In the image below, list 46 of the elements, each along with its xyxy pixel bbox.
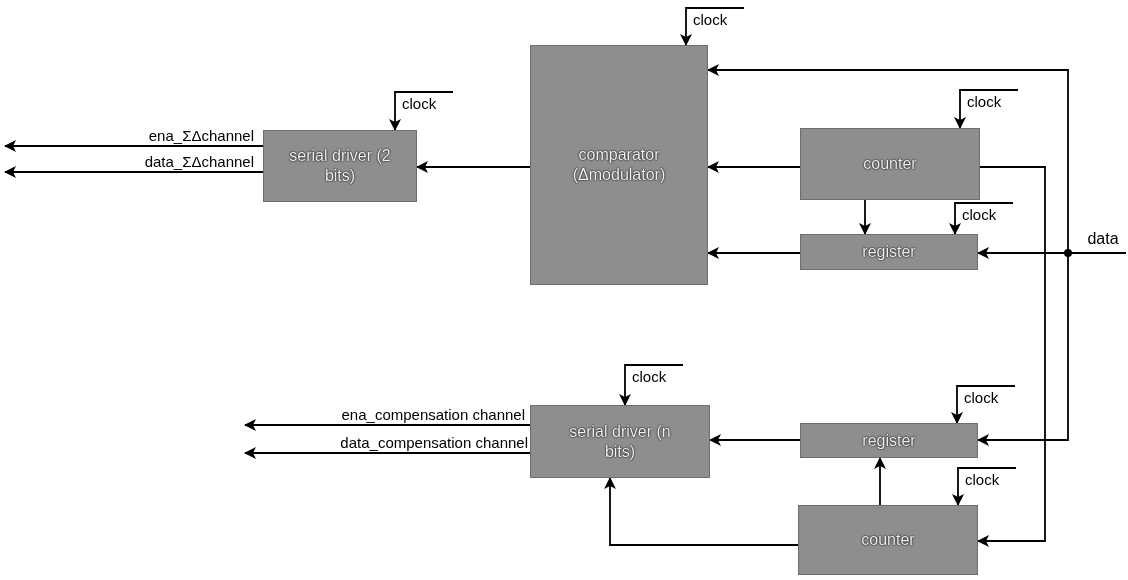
edge-label: clock — [631, 369, 668, 384]
arrow — [416, 161, 531, 173]
edge-label: clock — [966, 94, 1003, 109]
arrow — [977, 166, 1046, 547]
edge-label: ena_compensation channel — [340, 407, 526, 422]
arrow — [707, 247, 801, 259]
edge-label: ena_ΣΔchannel — [147, 128, 255, 143]
arrow — [952, 467, 1017, 506]
block-label: register — [862, 242, 916, 262]
arrow — [4, 166, 264, 178]
block-label: serial driver (n bits) — [568, 421, 672, 462]
edge-label: clock — [961, 207, 998, 222]
block-label: serial driver (2 bits) — [288, 146, 392, 186]
edge-label: clock — [963, 390, 1000, 405]
process-box — [263, 130, 417, 202]
process-box — [530, 45, 708, 285]
arrow — [954, 89, 1019, 129]
block-label: register — [862, 430, 916, 451]
arrow — [977, 252, 1127, 446]
arrow — [949, 202, 1014, 235]
arrow — [4, 140, 264, 152]
edge-label: clock — [964, 472, 1001, 487]
process-box — [800, 423, 978, 458]
process-box — [798, 505, 978, 575]
edge-label: data_compensation channel — [339, 435, 529, 450]
signal-label: data — [1087, 230, 1119, 248]
block-label: counter — [863, 154, 917, 174]
process-box — [800, 234, 978, 270]
block-label: comparator (Δmodulator) — [571, 145, 667, 185]
arrow — [709, 434, 801, 446]
arrow — [619, 364, 684, 406]
arrow — [874, 457, 886, 506]
arrow — [680, 7, 745, 46]
process-box — [530, 405, 710, 478]
edge-label: clock — [401, 96, 438, 111]
arrow — [389, 91, 454, 131]
arrow — [244, 447, 531, 459]
edge-label: data_ΣΔchannel — [143, 154, 255, 169]
arrow — [707, 161, 801, 173]
arrow — [951, 385, 1016, 424]
arrow — [604, 477, 799, 546]
arrow — [244, 419, 531, 431]
edge-label: clock — [692, 12, 729, 27]
arrow — [859, 199, 871, 235]
process-box — [800, 128, 980, 200]
block-label: counter — [861, 530, 915, 550]
